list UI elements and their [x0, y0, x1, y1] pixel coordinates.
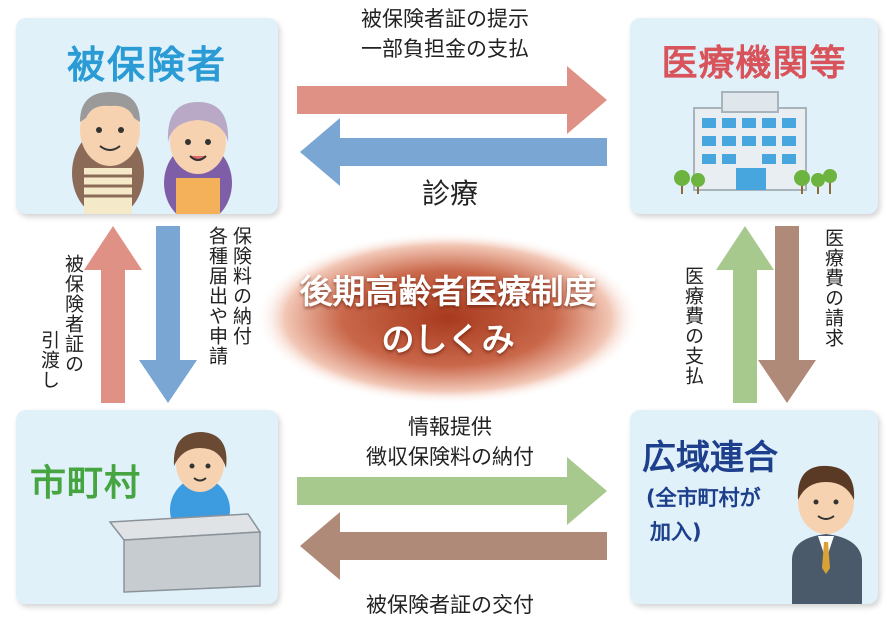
arrow-union-to-municipality — [300, 512, 607, 580]
flow-bottom-left: 被保険者証の交付 — [366, 593, 534, 617]
flow-left-down-col1: 保険料の納付 — [230, 226, 252, 346]
arrow-union-to-medical — [716, 226, 774, 403]
municipality-box: 市町村 — [16, 410, 278, 604]
arrow-medical-to-union — [758, 226, 816, 403]
arrow-insured-to-medical — [297, 66, 607, 134]
flow-left-up-col2: 引渡し — [38, 330, 60, 390]
medical-title: 医療機関等 — [661, 43, 847, 84]
union-title: 広域連合 — [642, 438, 778, 478]
flow-right-down: 医療費の請求 — [822, 228, 844, 348]
center-ellipse — [256, 232, 640, 404]
arrow-insured-to-municipality — [139, 226, 197, 403]
arrow-municipality-to-insured — [84, 226, 142, 403]
union-sub-line2: 加入) — [650, 520, 702, 544]
flow-bottom-right-line1: 情報提供 — [408, 415, 492, 439]
center-title-line2: のしくみ — [381, 320, 515, 359]
union-box: 広域連合 (全市町村が 加入) — [630, 410, 878, 604]
flow-left-down-col2: 各種届出や申請 — [206, 226, 228, 366]
union-sub-line1: (全市町村が — [646, 486, 761, 510]
clerk-at-counter-illustration — [108, 432, 262, 593]
flow-top-right-line2: 一部負担金の支払 — [361, 37, 529, 61]
elderly-couple-illustration — [72, 92, 232, 214]
center-title-line1: 後期高齢者医療制度 — [299, 272, 597, 311]
flow-left-up-col1: 被保険者証の — [62, 254, 84, 374]
staff-man-illustration — [792, 465, 862, 604]
flow-right-up: 医療費の支払 — [682, 266, 704, 386]
hospital-building-illustration — [674, 91, 837, 194]
flow-top-left: 診療 — [421, 177, 478, 210]
arrow-municipality-to-union — [297, 457, 607, 525]
municipality-title: 市町村 — [30, 463, 142, 504]
insured-box: 被保険者 — [16, 18, 278, 214]
insured-title: 被保険者 — [66, 43, 227, 87]
arrow-medical-to-insured — [300, 118, 607, 186]
flow-top-right-line1: 被保険者証の提示 — [361, 7, 529, 31]
medical-box: 医療機関等 — [630, 18, 878, 214]
flow-bottom-right-line2: 徴収保険料の納付 — [366, 445, 534, 469]
